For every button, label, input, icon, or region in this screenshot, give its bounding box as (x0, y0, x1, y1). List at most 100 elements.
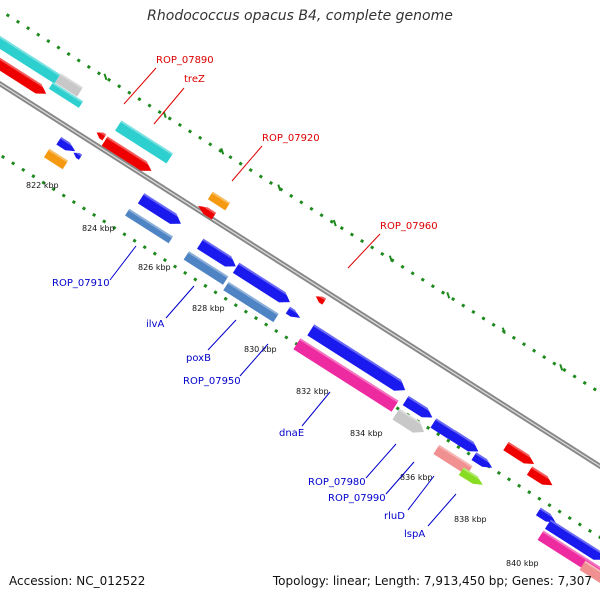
gene-blue-small-3[interactable] (285, 306, 303, 321)
scale-label: 838 kbp (454, 363, 564, 524)
label-bottom[interactable]: lspA (404, 493, 457, 540)
gene-red-6-shine (531, 466, 556, 483)
leader-line (123, 67, 157, 105)
gene-blue-8[interactable] (535, 507, 559, 527)
label-bottom-text: poxB (186, 353, 211, 364)
label-bottom[interactable]: rluD (384, 475, 435, 522)
gene-blue-small-3-shine (288, 306, 303, 317)
label-bottom-text: rluD (384, 511, 405, 522)
gene-blue-9[interactable] (544, 519, 600, 564)
scale-label: 834 kbp (350, 292, 451, 438)
gene-orange-1[interactable] (43, 148, 69, 170)
gene-blue-small-1-body (56, 136, 76, 152)
gene-rluD-body (433, 444, 473, 476)
scale-label-text: 828 kbp (192, 304, 225, 313)
gene-red-small-shine (97, 129, 107, 137)
label-bottom-text: ilvA (146, 319, 164, 330)
gene-ROP_07910[interactable] (125, 208, 173, 244)
gene-dnaE[interactable] (293, 338, 399, 412)
gene-blue-6-body (448, 429, 479, 452)
gene-lspA-body (458, 467, 483, 485)
label-bottom[interactable]: ROP_07950 (183, 343, 269, 387)
label-top-text: ROP_07920 (262, 133, 320, 144)
gene-dnaE-blue-shine (313, 324, 409, 387)
leader-line (207, 319, 237, 351)
gene-blue-small-1-shine (60, 136, 78, 150)
gene-red-2[interactable] (101, 136, 155, 175)
gene-blue-8-body (535, 507, 556, 523)
scale-label-text: 824 kbp (82, 224, 115, 233)
scale-label-text: 822 kbp (26, 181, 59, 190)
gene-red-2-body (101, 136, 152, 171)
label-bottom[interactable]: dnaE (279, 391, 331, 439)
label-top[interactable]: treZ (153, 74, 205, 125)
gene-ilvA-shine (187, 251, 229, 278)
gene-blue-4-body (402, 395, 433, 418)
gene-red-4[interactable] (314, 293, 327, 305)
scale-label: 828 kbp (192, 184, 282, 313)
leader-line (347, 233, 381, 269)
gene-red-1[interactable] (0, 55, 50, 99)
label-bottom[interactable]: ilvA (146, 285, 195, 330)
gene-orange-2[interactable] (207, 191, 231, 211)
gene-blue-3-shine (238, 262, 294, 299)
gene-cyan-1-body (0, 34, 61, 84)
label-top[interactable]: ROP_07890 (123, 55, 214, 105)
gene-red-3[interactable] (196, 202, 217, 220)
gene-blue-1-body (137, 193, 181, 224)
gene-cyan-2[interactable] (48, 82, 84, 108)
gene-grey-1[interactable] (55, 73, 83, 97)
gene-dnaE-blue[interactable] (307, 324, 409, 395)
gene-dnaE-blue-body (307, 324, 406, 391)
gene-poxB-body (223, 281, 279, 323)
label-top[interactable]: ROP_07960 (347, 221, 438, 269)
gene-red-2-shine (106, 136, 155, 168)
gene-ilvA[interactable] (183, 251, 229, 285)
gene-treZ[interactable] (115, 120, 173, 164)
gene-red-1-body (0, 55, 47, 94)
gene-red-5-body (503, 441, 535, 464)
gene-red-6[interactable] (526, 466, 556, 489)
gene-blue-small-2[interactable] (72, 150, 83, 160)
scale-label: 832 kbp (296, 255, 393, 396)
gene-lspA[interactable] (458, 467, 486, 488)
gene-blue-6-shine (453, 429, 482, 449)
label-bottom[interactable]: ROP_07990 (328, 461, 415, 504)
gene-red-5[interactable] (503, 441, 537, 468)
map-title: Rhodococcus opacus B4, complete genome (147, 8, 453, 24)
gene-ROP_07980[interactable] (392, 408, 428, 438)
tick-track-inner (0, 8, 600, 395)
gene-blue-4-shine (407, 395, 436, 415)
leader-line (301, 391, 331, 427)
label-top[interactable]: ROP_07920 (231, 133, 320, 182)
scale-tick (332, 219, 337, 227)
label-bottom[interactable]: ROP_07910 (52, 245, 137, 289)
gene-orange-2-body (207, 191, 231, 211)
genome-summary: Topology: linear; Length: 7,913,450 bp; … (272, 574, 592, 588)
gene-blue-6[interactable] (448, 429, 482, 456)
gene-red-4-body (315, 296, 327, 305)
gene-cyan-1-shine (0, 34, 61, 77)
label-bottom-text: lspA (404, 529, 425, 540)
gene-blue-small-1[interactable] (56, 136, 78, 155)
gene-blue-3[interactable] (232, 262, 294, 307)
gene-rluD[interactable] (433, 444, 473, 476)
scale-label-text: 838 kbp (454, 515, 487, 524)
gene-ROP_07980-shine (398, 408, 428, 429)
leader-line (153, 87, 185, 125)
gene-treZ-body (115, 120, 173, 164)
gene-blue-7[interactable] (471, 452, 495, 471)
gene-red-5-shine (507, 441, 537, 462)
label-bottom[interactable]: ROP_07980 (308, 443, 397, 488)
label-bottom[interactable]: poxB (186, 319, 237, 364)
gene-blue-1[interactable] (137, 193, 185, 229)
gene-blue-4[interactable] (402, 395, 436, 422)
accession-text: Accession: NC_012522 (9, 574, 146, 588)
gene-red-small[interactable] (95, 129, 107, 141)
gene-poxB[interactable] (223, 281, 279, 323)
gene-cyan-1[interactable] (0, 34, 61, 84)
label-bottom-text: ROP_07910 (52, 278, 110, 289)
gene-blue-2[interactable] (196, 238, 240, 272)
gene-red-3-body (198, 205, 217, 220)
